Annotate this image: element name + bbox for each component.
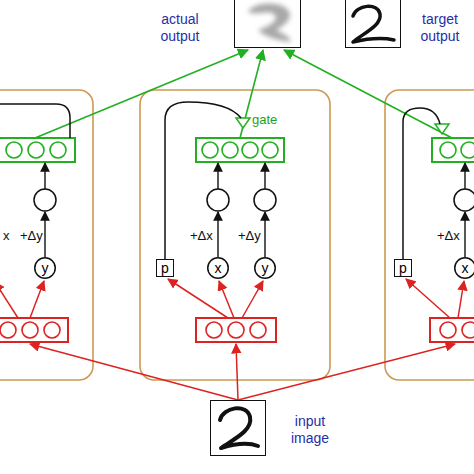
unit-circle (250, 322, 266, 338)
input-wire (236, 344, 238, 400)
unit-circle (0, 322, 16, 338)
recognition-wire (406, 279, 450, 318)
node-caption: actual output (141, 11, 219, 45)
circle-outline (255, 258, 276, 279)
capsule-frame (385, 90, 474, 380)
shift-label: +Δy (238, 228, 261, 243)
unit-circle (222, 142, 238, 158)
unit-wire (464, 163, 465, 189)
unit-circle (22, 322, 38, 338)
output-layer (432, 138, 474, 162)
unit-circle (440, 322, 456, 338)
output-box: target output (345, 0, 401, 48)
digit-image (353, 6, 394, 42)
unit-circle (206, 322, 222, 338)
unit-circle (262, 142, 278, 158)
shift-arrow (217, 212, 218, 257)
variable-circle: y (254, 257, 276, 279)
circle-outline (35, 258, 56, 279)
variable-circle: y (34, 257, 56, 279)
shifted-unit (254, 189, 276, 211)
output-box: actual output (234, 0, 301, 48)
variable-circle: x (454, 257, 474, 279)
gate-symbol (236, 118, 250, 128)
unit-wire (217, 163, 218, 189)
unit-circle (440, 142, 456, 158)
variable-name: y (34, 257, 56, 279)
unit-circle (44, 322, 60, 338)
shift-label: +Δy (20, 228, 43, 243)
intensity-wire (403, 108, 440, 259)
input-wire (238, 344, 455, 400)
unit-circle (461, 142, 474, 158)
shift-label: +Δx (190, 228, 213, 243)
shift-arrow (264, 212, 265, 257)
unit-circle (462, 322, 474, 338)
shifted-unit (207, 189, 229, 211)
circle-outline (208, 258, 229, 279)
node-caption: input image (281, 413, 339, 447)
recognition-wire (30, 281, 44, 318)
unit-circle (228, 322, 244, 338)
unit-circle (202, 142, 218, 158)
variable-name: p (395, 260, 411, 276)
unit-circle (50, 142, 66, 158)
output-layer (196, 138, 284, 162)
variable-name: y (254, 257, 276, 279)
shifted-unit (34, 189, 56, 211)
capsule-frame (140, 90, 330, 380)
output-wire (284, 50, 452, 138)
gate-symbol (435, 124, 449, 134)
shift-arrow (464, 212, 465, 257)
recognition-layer (0, 318, 68, 342)
recognition-wire (0, 282, 18, 318)
input-box: input image (210, 400, 266, 456)
recognition-wire (168, 279, 228, 318)
circle-outline (455, 258, 474, 279)
reconstruction-image (248, 3, 290, 42)
recognition-wire (219, 281, 234, 318)
intensity-wire (0, 104, 70, 138)
shift-arrow (44, 212, 45, 257)
variable-name: p (157, 260, 173, 276)
output-layer (0, 138, 75, 162)
recognition-layer (196, 318, 276, 342)
shifted-unit (454, 189, 474, 211)
unit-wire (44, 163, 45, 189)
unit-circle (242, 142, 258, 158)
intensity-wire (165, 102, 241, 259)
variable-circle: x (207, 257, 229, 279)
unit-wire (264, 163, 265, 189)
digit-image (220, 408, 258, 448)
variable-name: x (207, 257, 229, 279)
gate-label: gate (252, 112, 277, 127)
unit-circle (28, 142, 44, 158)
parameter-square: p (156, 259, 174, 277)
output-wire (35, 50, 248, 138)
shift-label: +Δx (437, 228, 460, 243)
unit-circle (6, 142, 22, 158)
recognition-wire (242, 281, 263, 318)
recognition-wire (458, 281, 464, 318)
variable-name: x (454, 257, 474, 279)
shift-label: x (3, 228, 10, 243)
recognition-layer (430, 318, 474, 342)
input-wire (30, 344, 238, 400)
parameter-square: p (394, 259, 412, 277)
node-caption: target output (408, 11, 472, 45)
